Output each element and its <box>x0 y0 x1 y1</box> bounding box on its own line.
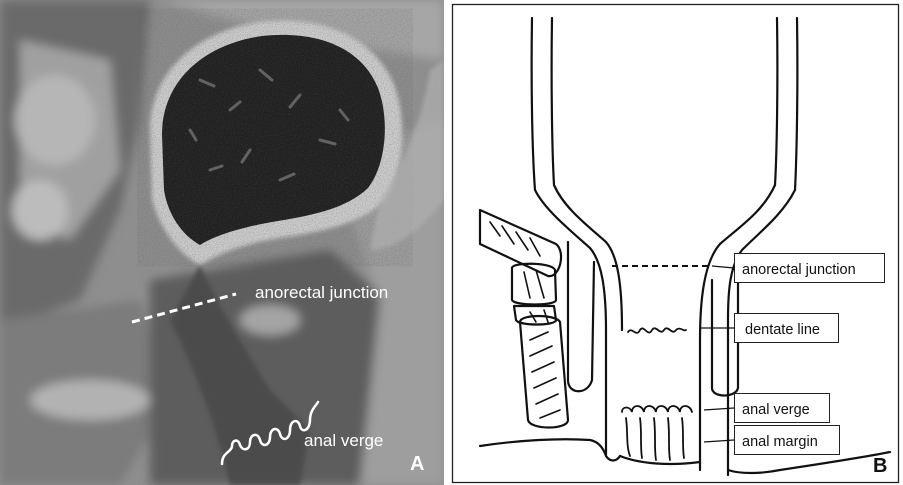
panel-a-letter: A <box>410 453 424 475</box>
drawing-frame <box>453 5 899 483</box>
lumen-speckle <box>160 30 390 245</box>
label-anal-verge: anal verge <box>742 402 810 418</box>
panel-b-letter: B <box>873 455 887 477</box>
label-anorectal-junction: anorectal junction <box>742 262 856 278</box>
label-dentate-line: dentate line <box>745 322 820 338</box>
anorectal-junction-label: anorectal junction <box>255 283 388 302</box>
mri-panel: anorectal junction anal verge A <box>0 0 444 485</box>
panel-divider <box>444 0 452 485</box>
drawing-panel: anorectal junction dentate line anal ver… <box>453 5 899 483</box>
label-anal-margin: anal margin <box>742 434 818 450</box>
anal-verge-label: anal verge <box>304 431 383 450</box>
